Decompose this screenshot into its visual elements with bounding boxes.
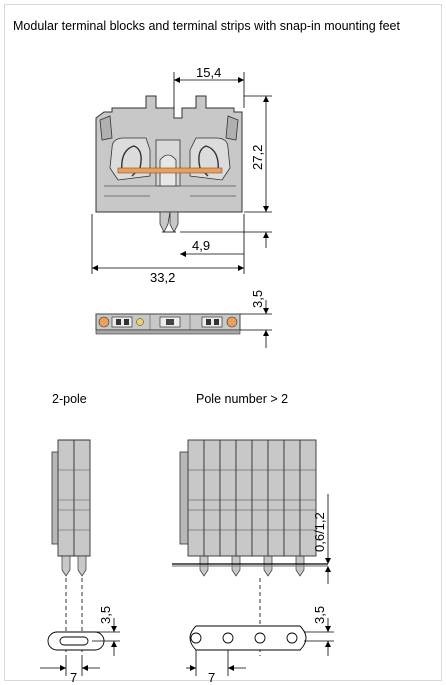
pole-slice (283, 439, 301, 557)
figure-title: Modular terminal blocks and terminal str… (13, 19, 400, 33)
dim-hole-height-left: 3,5 (98, 606, 113, 624)
dimension-arrows-top-view (263, 308, 269, 336)
dim-height-total: 27,2 (250, 145, 265, 170)
dimension-arrows-multi-pole (190, 558, 331, 671)
terminal-block-front-view (95, 95, 243, 233)
dim-width-top: 15,4 (196, 65, 221, 80)
dim-plate-thickness: 0,6/1,2 (312, 512, 327, 552)
dimension-arrows-front (92, 77, 269, 271)
label-pole-number: Pole number > 2 (196, 392, 289, 406)
dimension-lines-front (91, 72, 272, 274)
dim-top-view-height: 3,5 (250, 290, 265, 308)
dimension-lines-2-pole (40, 618, 120, 676)
pole-slice (299, 439, 317, 557)
pole-slice (235, 439, 253, 557)
multi-pole-mounting-strip (189, 625, 307, 651)
two-pole-mounting-slot (47, 631, 105, 651)
dim-overall-width: 33,2 (150, 270, 175, 285)
dim-hole-height-right: 3,5 (312, 606, 327, 624)
dimension-arrows-2-pole (60, 626, 117, 671)
figure-frame (4, 4, 442, 681)
dim-foot-offset: 4,9 (192, 238, 210, 253)
dim-pitch-right: 7 (208, 670, 215, 685)
multi-pole-strip (172, 439, 328, 577)
two-pole-strip (51, 439, 91, 577)
pole-slice (219, 439, 237, 557)
terminal-block-top-view (95, 313, 241, 335)
pole-slice (267, 439, 285, 557)
dim-pitch-left: 7 (70, 670, 77, 685)
pole-slice (251, 439, 269, 557)
label-2-pole: 2-pole (52, 392, 87, 406)
pole-slice (203, 439, 221, 557)
pole-slice (187, 439, 205, 557)
